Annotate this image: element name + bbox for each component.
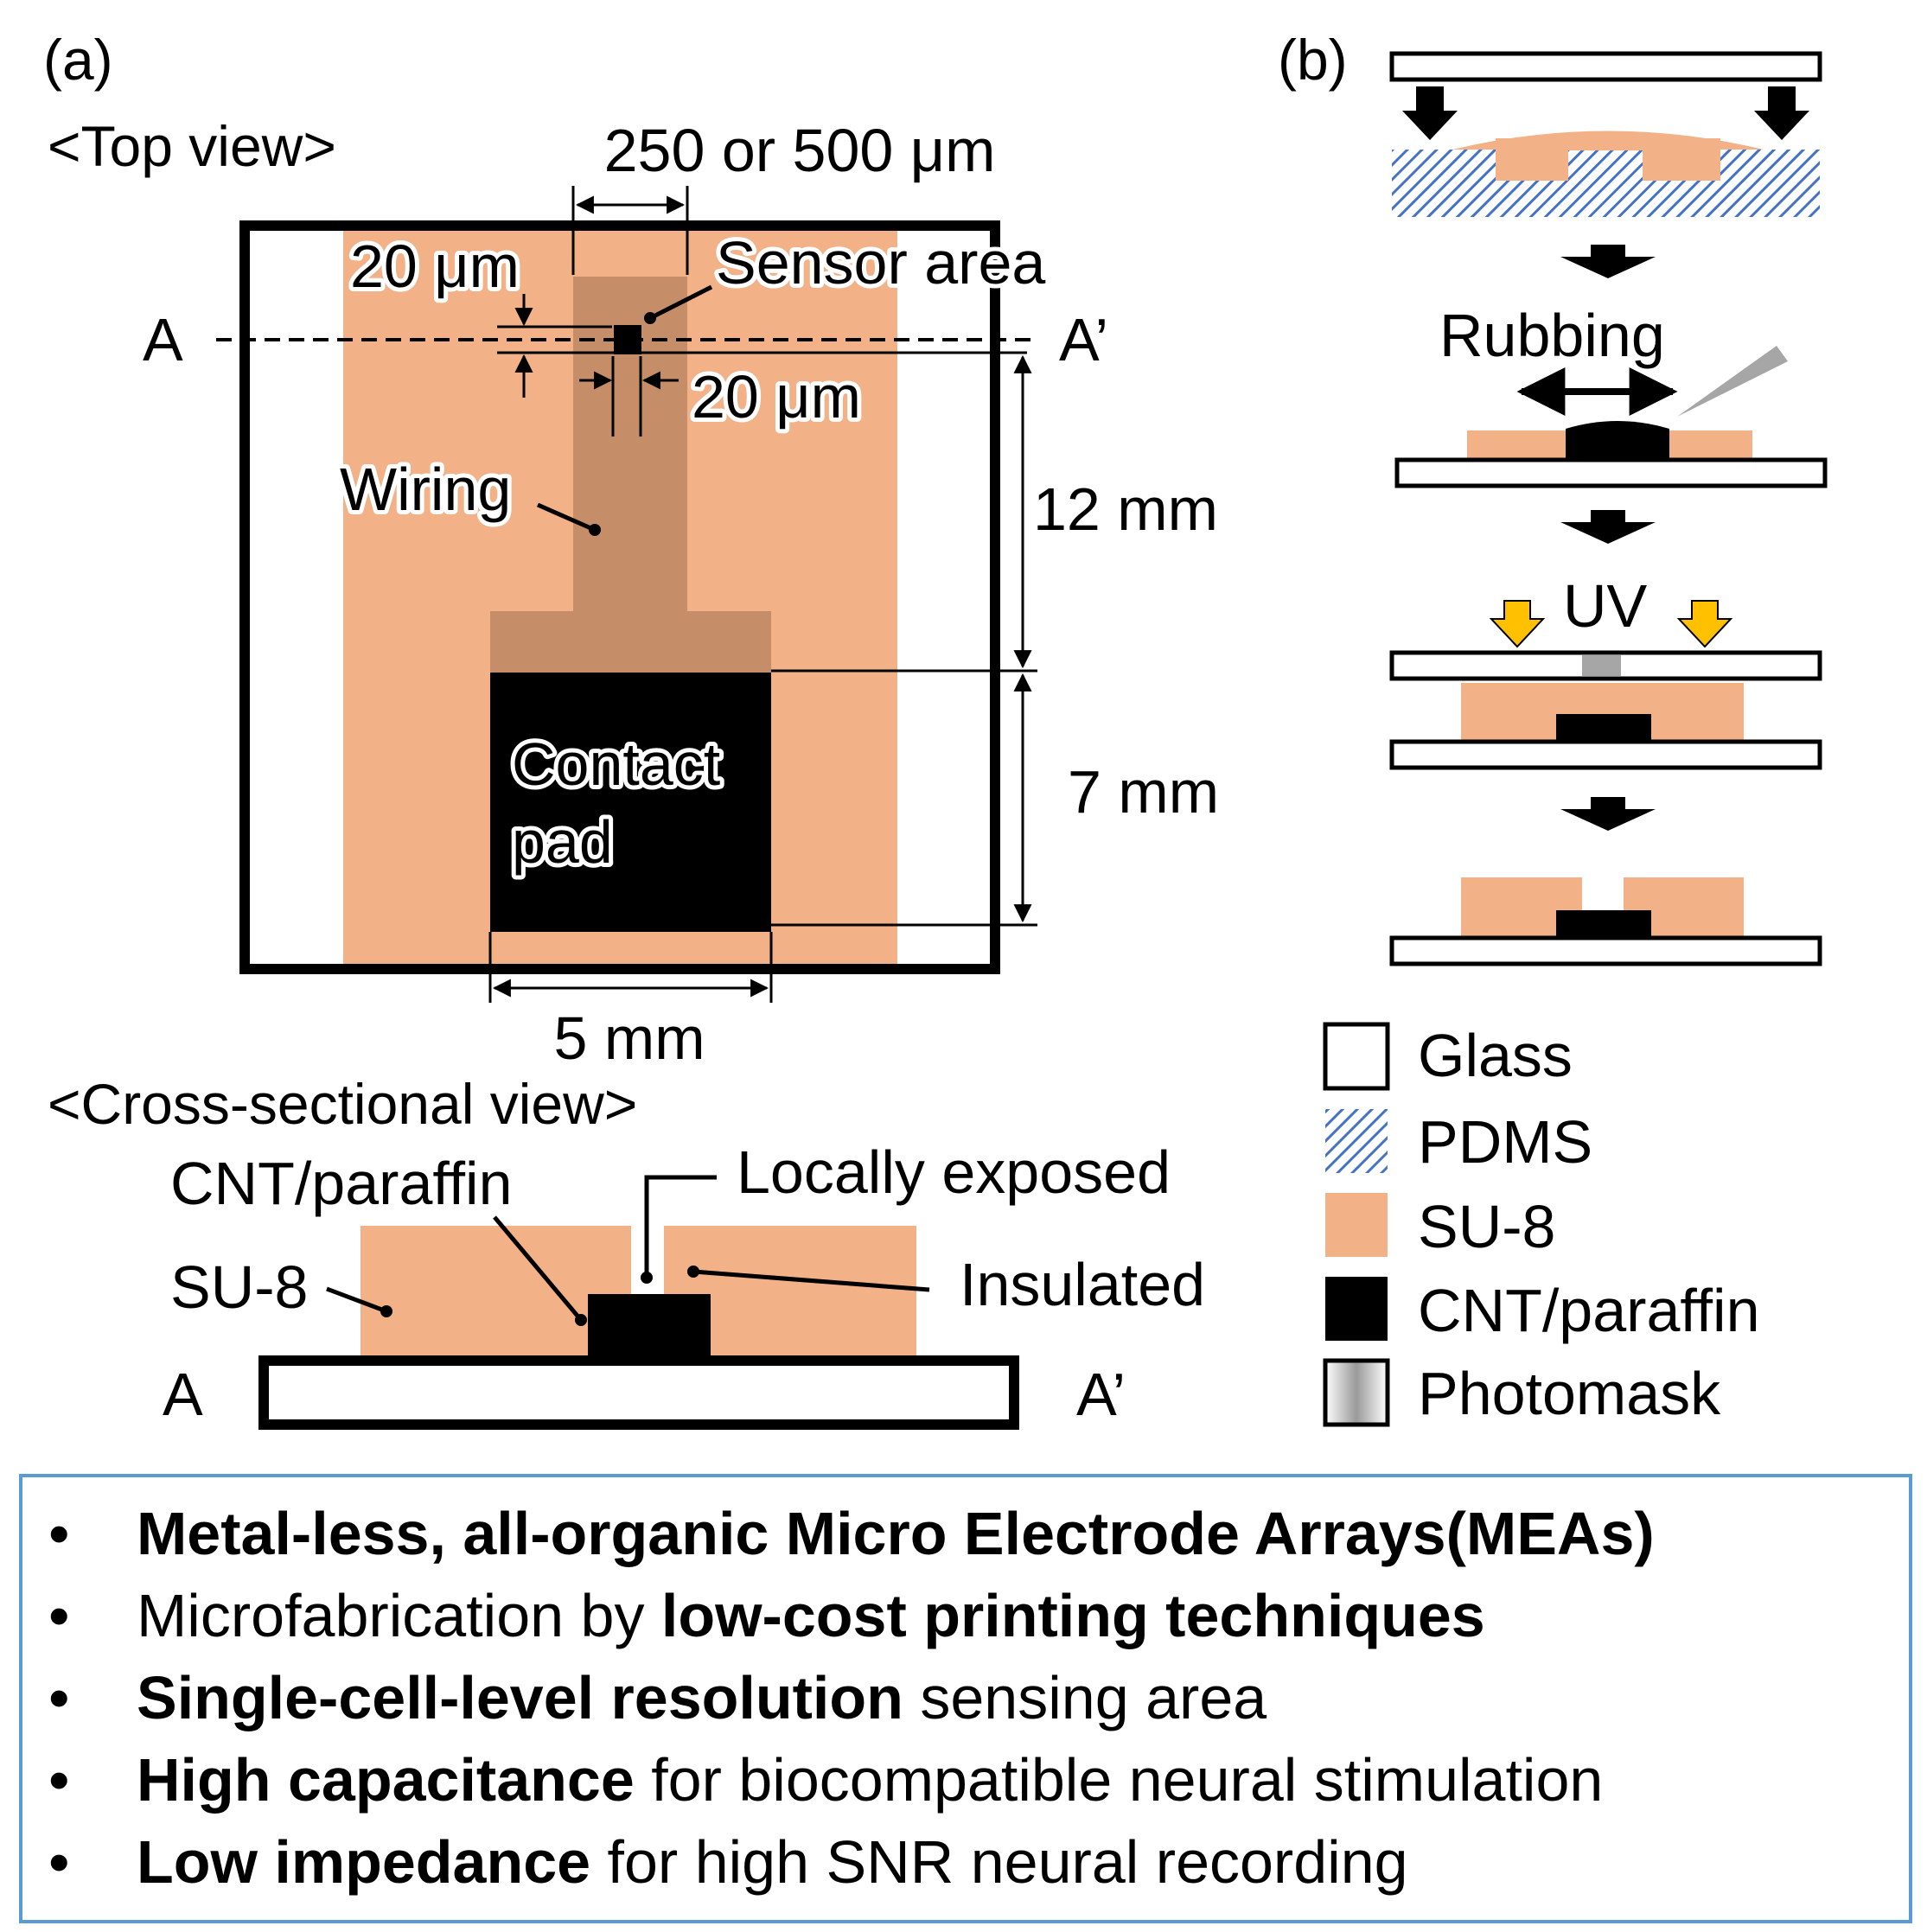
step2-glass (1394, 457, 1828, 488)
cnt-paraffin-label: CNT/paraffin (170, 1150, 513, 1217)
step3-glass (1389, 739, 1822, 770)
summary-item-rest: for biocompatible neural stimulation (634, 1746, 1604, 1814)
pad-width-label: 5 mm (554, 1004, 705, 1072)
summary-item: • High capacitance for biocompatible neu… (22, 1739, 1909, 1821)
section-start-label: A (143, 306, 183, 373)
summary-box: • Metal-less, all-organic Micro Electrod… (19, 1474, 1912, 1923)
step1-su8-fill-mid (1496, 138, 1720, 150)
summary-item-rest: sensing area (903, 1664, 1267, 1731)
top-view-wiring (490, 277, 771, 673)
step1-su8-fill-right (1643, 150, 1720, 181)
sensor-area-leader (648, 284, 713, 321)
legend-label-pdms: PDMS (1418, 1108, 1592, 1176)
su8-cross-leader-dot (380, 1305, 392, 1317)
summary-item: • Microfabrication by low-cost printing … (22, 1575, 1909, 1657)
step1-down-arrow-right (1754, 86, 1809, 140)
cnt-paraffin-leader (493, 1215, 583, 1322)
locally-exposed-leader-dot (641, 1272, 653, 1284)
cross-section-su8-left (361, 1226, 631, 1355)
cross-section-end-left: A (163, 1361, 203, 1428)
summary-item: • Low impedance for high SNR neural reco… (22, 1821, 1909, 1903)
panel-a-label: (a) (43, 28, 113, 92)
width-dim-label: 250 or 500 μm (604, 117, 996, 184)
step1-glass-top (1389, 51, 1822, 82)
wiring-label: Wiring (340, 456, 511, 523)
legend-label-glass: Glass (1418, 1022, 1573, 1089)
length-dim-label: 12 mm (1033, 475, 1218, 543)
legend-swatch-cnt (1325, 1277, 1388, 1341)
legend-swatch-su8 (1325, 1193, 1388, 1257)
sensor-height-label: 20 μm (350, 233, 520, 300)
cross-section-heading: <Cross-sectional view> (48, 1072, 637, 1136)
step2-su8-left (1467, 430, 1566, 460)
contact-pad-label-line2: pad (512, 808, 613, 876)
summary-item-bold: Metal-less, all-organic Micro Electrode … (137, 1500, 1655, 1567)
bullet-marker: • (48, 1664, 70, 1731)
insulated-leader (692, 1269, 930, 1292)
sensor-width-label: 20 μm (692, 363, 861, 430)
su8-cross-label: SU-8 (170, 1253, 308, 1321)
cross-section-glass (258, 1355, 1019, 1430)
insulated-label: Insulated (960, 1251, 1205, 1318)
summary-item-bold: Single-cell-level resolution (137, 1664, 903, 1731)
legend-swatch-pdms (1325, 1109, 1388, 1173)
summary-item-rest: for high SNR neural recording (590, 1828, 1408, 1896)
top-view-contact-pad (490, 673, 771, 932)
step3-cnt (1556, 714, 1651, 742)
legend-label-su8: SU-8 (1418, 1193, 1555, 1260)
panel-b-label: (b) (1278, 28, 1348, 92)
summary-item-bold: Low impedance (137, 1828, 591, 1896)
pad-height-label: 7 mm (1068, 758, 1219, 826)
locally-exposed-leader (644, 1175, 717, 1274)
sensor-area-leader-dot (644, 312, 656, 324)
uv-arrow-left (1489, 600, 1546, 648)
su8-cross-leader (326, 1286, 387, 1314)
step4-glass (1389, 935, 1822, 966)
bullet-marker: • (48, 1582, 70, 1649)
contact-pad-label-line1: Contact (512, 730, 720, 798)
process-arrow-2 (1560, 510, 1656, 544)
summary-item: • Single-cell-level resolution sensing a… (22, 1657, 1909, 1739)
legend-label-photomask: Photomask (1418, 1360, 1721, 1427)
figure-canvas: (a) <Top view> A A’ 250 or 500 μm 20 μm … (43, 28, 1828, 1430)
step1-su8-fill-left (1496, 150, 1568, 181)
bullet-marker: • (48, 1746, 70, 1814)
cross-section-end-right: A’ (1076, 1361, 1126, 1428)
process-arrow-1 (1560, 245, 1656, 278)
legend-swatch-photomask (1323, 1358, 1390, 1427)
panel-b: (b) Rubbing UV (1278, 28, 1828, 1427)
bullet-marker: • (48, 1500, 70, 1567)
section-end-label: A’ (1059, 306, 1108, 373)
step2-su8-right (1669, 430, 1752, 460)
cross-section-cnt (588, 1294, 711, 1357)
summary-item: • Metal-less, all-organic Micro Electrod… (22, 1493, 1909, 1575)
summary-item-bold: low-cost printing techniques (660, 1582, 1485, 1649)
process-arrow-3 (1560, 797, 1656, 831)
cnt-paraffin-leader-dot (575, 1314, 587, 1326)
uv-arrow-right (1676, 600, 1733, 648)
summary-item-pre: Microfabrication by (137, 1582, 661, 1649)
rubbing-label: Rubbing (1439, 302, 1665, 369)
summary-item-bold: High capacitance (137, 1746, 635, 1814)
step4-cnt (1556, 910, 1651, 938)
insulated-leader-dot (687, 1266, 699, 1278)
rubbing-blade (1677, 346, 1788, 417)
step2-cnt (1566, 421, 1669, 460)
panel-a: (a) <Top view> A A’ 250 or 500 μm 20 μm … (43, 28, 1219, 1430)
bullet-marker: • (48, 1828, 70, 1896)
step1-down-arrow-left (1402, 86, 1458, 140)
wiring-leader (536, 502, 597, 532)
legend-swatch-glass (1323, 1022, 1390, 1091)
locally-exposed-label: Locally exposed (737, 1138, 1171, 1206)
uv-label: UV (1563, 572, 1648, 640)
sensor-area-label: Sensor area (716, 229, 1045, 296)
legend: Glass PDMS SU-8 CNT/paraffin Photomask (1323, 1022, 1760, 1427)
legend-label-cnt: CNT/paraffin (1418, 1277, 1760, 1344)
wiring-leader-dot (589, 524, 601, 536)
step3-photomask-gray (1582, 655, 1621, 676)
step1-pdms (1392, 150, 1820, 217)
top-view-heading: <Top view> (48, 114, 336, 178)
